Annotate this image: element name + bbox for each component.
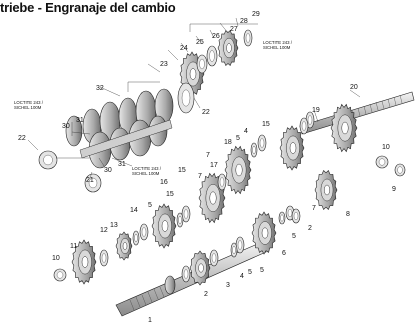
callout-4: 4 — [240, 273, 244, 280]
washer-25 — [209, 249, 219, 267]
callout-27: 27 — [230, 26, 238, 33]
note-left-line1: LOCTITE 243 / — [14, 100, 44, 105]
callout-10: 10 — [52, 255, 60, 262]
note-left: LOCTITE 243 /SICHEL 100M — [14, 100, 44, 110]
callout-15: 15 — [178, 167, 186, 174]
gear-cluster — [65, 88, 174, 169]
gear-5 — [224, 145, 252, 195]
callout-20: 20 — [350, 84, 358, 91]
callout-11: 11 — [70, 243, 77, 250]
washer-4 — [177, 82, 195, 114]
gear-12 — [115, 231, 133, 261]
washer-3 — [196, 54, 208, 74]
callout-7: 7 — [206, 152, 210, 159]
note-top-right-line1: LOCTITE 243 / — [263, 40, 293, 45]
callout-24: 24 — [180, 45, 188, 52]
washer-16 — [139, 223, 149, 241]
callout-14: 14 — [130, 207, 138, 214]
washer-7 — [375, 155, 389, 169]
callout-26: 26 — [212, 33, 220, 40]
callout-5: 5 — [292, 233, 296, 240]
callout-29: 29 — [252, 11, 260, 18]
callout-13: 13 — [110, 222, 118, 229]
callout-28: 28 — [240, 18, 248, 25]
note-middle-line2: SICHEL 100M — [132, 171, 160, 176]
input-shaft — [115, 241, 267, 317]
note-left-line2: SICHEL 100M — [14, 105, 42, 110]
washer-2 — [206, 45, 218, 67]
callout-25: 25 — [196, 39, 204, 46]
gear-1 — [217, 29, 239, 67]
note-top-right-line2: SICHEL 100M — [263, 45, 291, 50]
washer-8 — [394, 163, 406, 177]
callout-22: 22 — [18, 135, 26, 142]
callout-19: 19 — [312, 107, 320, 114]
washer-21 — [291, 208, 301, 224]
callout-12: 12 — [100, 227, 108, 234]
gear-8 — [71, 239, 97, 285]
note-top-right: LOCTITE 243 /SICHEL 100M — [263, 40, 293, 50]
callout-10: 10 — [382, 144, 390, 151]
washer-26 — [181, 265, 191, 283]
washer-5 — [38, 150, 58, 170]
washer-12 — [250, 142, 258, 158]
page-title: triebe - Engranaje del cambio — [0, 0, 176, 15]
callout-5: 5 — [260, 267, 264, 274]
washer-6 — [84, 173, 102, 193]
callout-2: 2 — [308, 225, 312, 232]
callout-15: 15 — [166, 191, 174, 198]
washer-13 — [217, 173, 227, 191]
washer-24 — [230, 242, 238, 258]
callout-5: 5 — [148, 202, 152, 209]
callout-30: 30 — [104, 167, 112, 174]
washer-14 — [181, 205, 191, 223]
note-middle: LOCTITE 243 /SICHEL 100M — [132, 166, 162, 176]
callout-5: 5 — [236, 135, 240, 142]
callout-31: 31 — [118, 161, 126, 168]
callout-2: 2 — [204, 291, 208, 298]
callout-labels: 2928272625242332222019154518717151671551… — [14, 11, 396, 324]
gear-7 — [151, 203, 177, 249]
washer-22 — [278, 211, 286, 225]
washer-19 — [53, 268, 67, 282]
callout-1: 1 — [148, 317, 152, 324]
callout-31: 31 — [76, 117, 84, 124]
callout-7: 7 — [312, 205, 316, 212]
callout-3: 3 — [226, 282, 230, 289]
washer-23 — [235, 236, 245, 254]
washer-18 — [99, 249, 109, 267]
washer-15 — [176, 212, 184, 228]
gear-11 — [189, 250, 211, 286]
callout-9: 9 — [392, 186, 396, 193]
note-middle-line1: LOCTITE 243 / — [132, 166, 162, 171]
callout-21: 21 — [86, 177, 94, 184]
callout-4: 4 — [244, 128, 248, 135]
gear-9 — [314, 169, 338, 211]
callout-5: 5 — [248, 269, 252, 276]
callout-8: 8 — [346, 211, 350, 218]
callout-15: 15 — [262, 121, 270, 128]
callout-6: 6 — [282, 250, 286, 257]
callout-32: 32 — [96, 85, 104, 92]
callout-18: 18 — [224, 139, 232, 146]
washer-11 — [257, 134, 267, 152]
gear-10 — [251, 211, 277, 255]
gear-4 — [279, 125, 305, 171]
callout-7: 7 — [198, 173, 202, 180]
washer-10 — [299, 117, 309, 135]
leader-lines — [27, 17, 361, 179]
callout-16: 16 — [160, 179, 168, 186]
washer-17 — [132, 230, 140, 246]
callout-30: 30 — [62, 123, 70, 130]
gear-3 — [330, 103, 358, 153]
callout-22: 22 — [202, 109, 210, 116]
washer-1 — [243, 29, 253, 47]
washer-set — [38, 29, 406, 283]
gear-set — [71, 29, 358, 286]
callout-17: 17 — [210, 162, 218, 169]
callout-23: 23 — [160, 61, 168, 68]
